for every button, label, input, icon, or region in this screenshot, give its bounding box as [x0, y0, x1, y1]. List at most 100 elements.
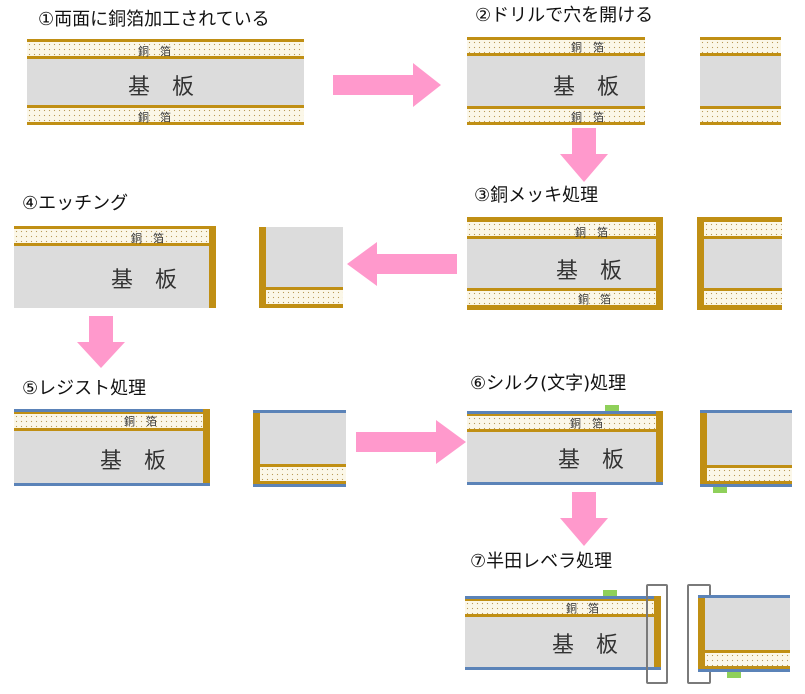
substrate — [467, 239, 656, 288]
copper-line — [467, 37, 645, 40]
copper-line — [14, 226, 209, 229]
copper-line — [704, 288, 782, 291]
copper-plating-top — [697, 217, 782, 222]
copper-line — [707, 481, 792, 484]
substrate-label: 基 板 — [128, 75, 195, 100]
silk-print-mark — [605, 405, 619, 411]
copper-line — [700, 122, 781, 125]
copper-foil-top — [465, 601, 654, 614]
down-arrow-icon — [560, 492, 608, 546]
step-1-title: ①両面に銅箔加工されている — [38, 9, 270, 30]
substrate — [700, 56, 781, 106]
solder-leveler-coating — [646, 584, 668, 684]
copper-line — [14, 243, 209, 246]
copper-foil-bottom — [27, 108, 304, 122]
resist-top — [253, 410, 346, 413]
substrate — [467, 432, 656, 482]
copper-plating-hole-wall — [253, 413, 260, 484]
copper-foil-bottom — [467, 109, 645, 122]
silk-print-mark — [713, 487, 727, 493]
copper-foil-label: 銅 箔 — [571, 41, 604, 54]
resist-bottom — [467, 482, 663, 485]
substrate-label: 基 板 — [553, 75, 620, 100]
copper-plating-hole-wall — [209, 226, 216, 308]
copper-line — [467, 429, 656, 432]
copper-foil-top — [704, 222, 782, 236]
substrate-label: 基 板 — [552, 633, 619, 658]
substrate-label: 基 板 — [111, 268, 178, 293]
copper-line — [700, 53, 781, 56]
copper-line — [467, 288, 656, 291]
copper-foil-bottom — [467, 291, 656, 305]
copper-line — [707, 465, 792, 468]
substrate-label: 基 板 — [556, 259, 623, 284]
copper-foil-label: 銅 箔 — [124, 415, 157, 428]
copper-line — [467, 106, 645, 109]
substrate — [14, 246, 209, 308]
copper-foil-label: 銅 箔 — [131, 232, 164, 245]
resist-top — [467, 411, 663, 414]
copper-foil-bottom — [700, 109, 781, 122]
copper-line — [14, 428, 203, 431]
copper-plating-bottom — [467, 305, 663, 310]
copper-plating-hole-wall — [697, 217, 704, 310]
copper-foil-top — [467, 222, 656, 236]
copper-foil-label: 銅 箔 — [571, 111, 604, 124]
copper-foil-top — [14, 229, 209, 243]
copper-foil-bottom — [705, 653, 790, 666]
copper-line — [260, 464, 346, 467]
substrate — [260, 413, 346, 464]
copper-line — [704, 236, 782, 239]
resist-bottom — [14, 483, 210, 486]
substrate — [707, 413, 792, 465]
substrate — [27, 59, 304, 105]
copper-foil-bottom — [704, 291, 782, 305]
copper-foil-top — [467, 416, 656, 429]
copper-foil-top — [14, 414, 203, 428]
copper-foil-bottom — [707, 468, 792, 481]
copper-line — [266, 287, 343, 290]
copper-line — [467, 236, 656, 239]
step-6-title: ⑥シルク(文字)処理 — [470, 373, 627, 394]
substrate — [467, 56, 645, 106]
copper-plating-top — [467, 217, 663, 222]
substrate — [704, 239, 782, 288]
copper-plating-hole-wall — [203, 409, 210, 483]
copper-top-line — [27, 39, 304, 42]
silk-print-mark — [603, 590, 617, 596]
copper-line — [27, 56, 304, 59]
step-7-title: ⑦半田レベラ処理 — [470, 551, 613, 572]
copper-foil-label: 銅 箔 — [570, 417, 603, 430]
copper-line — [700, 106, 781, 109]
resist-top — [700, 410, 792, 413]
copper-foil-label: 銅 箔 — [578, 293, 611, 306]
resist-bottom — [700, 484, 792, 487]
copper-foil-top — [27, 42, 304, 56]
copper-foil-label: 銅 箔 — [566, 602, 599, 615]
step-4-title: ④エッチング — [22, 193, 129, 214]
copper-foil-label: 銅 箔 — [575, 226, 608, 239]
copper-line — [27, 105, 304, 108]
copper-plating-hole-wall — [656, 217, 663, 310]
copper-line — [705, 650, 790, 653]
step-5-title: ⑤レジスト処理 — [22, 378, 147, 399]
copper-line — [705, 666, 790, 669]
resist-bottom — [253, 484, 346, 487]
down-arrow-icon — [560, 128, 608, 182]
copper-line — [467, 122, 645, 125]
substrate — [705, 598, 790, 650]
copper-line — [465, 614, 654, 617]
right-arrow-icon — [356, 420, 466, 464]
step-3-title: ③銅メッキ処理 — [474, 185, 599, 206]
copper-plating-bottom — [697, 305, 782, 310]
resist-top — [698, 595, 790, 598]
copper-bottom-line — [27, 122, 304, 125]
down-arrow-icon — [77, 316, 125, 368]
copper-plating-hole-wall — [698, 598, 705, 669]
copper-plating-bottom — [266, 304, 343, 308]
left-arrow-icon — [347, 242, 457, 286]
resist-bottom — [698, 669, 790, 672]
resist-top — [14, 409, 210, 412]
step-2-title: ②ドリルで穴を開ける — [475, 5, 654, 26]
copper-line — [465, 599, 654, 601]
